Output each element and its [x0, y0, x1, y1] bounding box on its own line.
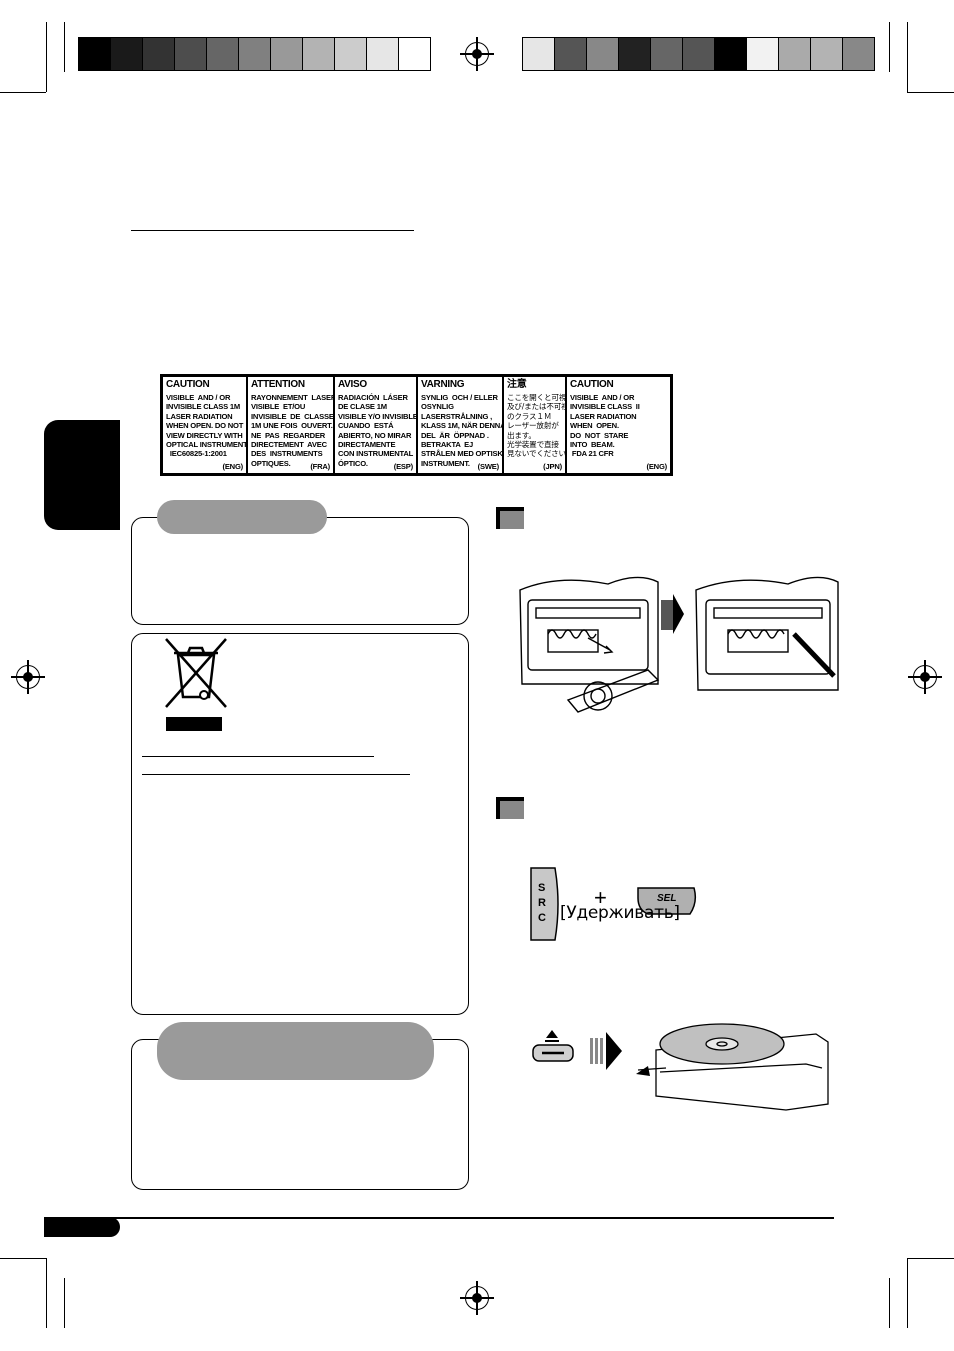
info-box-1-header-pill — [157, 500, 327, 534]
registration-mark-right — [908, 660, 942, 694]
color-swatch — [143, 38, 174, 70]
plus-sign: + — [594, 885, 607, 910]
laser-label-text: VISIBLE AND / OR INVISIBLE CLASS II LASE… — [570, 393, 640, 459]
eject-button-icon[interactable] — [530, 1024, 576, 1064]
color-swatch — [303, 38, 334, 70]
color-swatch — [523, 38, 554, 70]
src-letter: R — [538, 897, 546, 909]
laser-label-eng-fda: CAUTION VISIBLE AND / OR INVISIBLE CLASS… — [567, 377, 670, 473]
disc-eject-illustration — [636, 1023, 829, 1111]
laser-label-swe: VARNING SYNLIG OCH / ELLER OSYNLIG LASER… — [418, 377, 508, 473]
color-swatch — [715, 38, 746, 70]
color-swatch — [811, 38, 842, 70]
color-swatch — [843, 38, 874, 70]
crossed-out-bin-icon — [165, 638, 227, 731]
laser-label-eng: CAUTION VISIBLE AND / OR INVISIBLE CLASS… — [163, 377, 255, 473]
laser-label-heading: 注意 — [507, 379, 527, 390]
crop-mark — [46, 22, 47, 92]
step-marker-2 — [496, 797, 524, 819]
laser-label-heading: AVISO — [338, 379, 367, 390]
src-letter: C — [538, 912, 546, 924]
registration-mark-bottom — [460, 1281, 494, 1315]
crop-mark — [0, 1258, 46, 1259]
color-swatch — [747, 38, 778, 70]
crop-mark — [907, 92, 954, 93]
color-swatch — [555, 38, 586, 70]
color-swatch — [175, 38, 206, 70]
sel-button-label: SEL — [657, 893, 677, 904]
laser-label-text: RAYONNEMENT LASER VISIBLE ET/OU INVISIBL… — [251, 393, 337, 468]
crop-mark — [907, 22, 908, 92]
disposal-subheading-underline — [142, 774, 410, 775]
src-letter: S — [538, 882, 546, 894]
laser-label-heading: CAUTION — [570, 379, 614, 390]
laser-label-heading: VARNING — [421, 379, 465, 390]
color-swatch — [587, 38, 618, 70]
color-swatch — [367, 38, 398, 70]
laser-label-esp: AVISO RADIACIÓN LÁSER DE CLASE 1M VISIBL… — [335, 377, 418, 473]
hold-instruction: [Удерживать] — [560, 903, 680, 923]
laser-label-text: VISIBLE AND / OR INVISIBLE CLASS 1M LASE… — [166, 393, 255, 459]
color-swatch — [271, 38, 302, 70]
laser-label-lang: (ENG) — [222, 461, 243, 471]
color-swatch — [239, 38, 270, 70]
laser-caution-label: CAUTION VISIBLE AND / OR INVISIBLE CLASS… — [160, 374, 673, 476]
disposal-heading-underline — [142, 756, 374, 757]
registration-mark-top — [460, 37, 494, 71]
step-marker-1 — [496, 507, 524, 529]
laser-label-text: RADIACIÓN LÁSER DE CLASE 1M VISIBLE Y/O … — [338, 393, 418, 468]
color-swatch — [651, 38, 682, 70]
laser-label-jpn: 注意 ここを開くと可視 及び/または不可視 のクラス１Ｍ レーザー放射が 出ます… — [504, 377, 574, 473]
laser-label-lang: (ESP) — [393, 461, 413, 471]
crop-mark — [889, 1278, 890, 1328]
color-swatch — [779, 38, 810, 70]
color-swatch — [619, 38, 650, 70]
footer-rule — [44, 1217, 834, 1219]
section-title-underline — [131, 230, 414, 231]
laser-label-heading: ATTENTION — [251, 379, 305, 390]
crop-mark — [907, 1258, 908, 1328]
crop-mark — [46, 1258, 47, 1328]
page-number-tab — [44, 1217, 120, 1237]
crop-mark — [0, 92, 46, 93]
crop-mark — [889, 22, 890, 72]
color-swatch — [79, 38, 110, 70]
info-box-1 — [131, 517, 469, 625]
sel-button-icon[interactable] — [634, 884, 698, 918]
crop-mark — [64, 22, 65, 72]
detach-panel-illustration — [519, 576, 839, 713]
laser-label-lang: (ENG) — [646, 461, 667, 471]
arrow-right-icon — [590, 1032, 622, 1070]
laser-label-lang: (SWE) — [477, 461, 500, 471]
laser-label-text: ここを開くと可視 及び/または不可視 のクラス１Ｍ レーザー放射が 出ます。 光… — [507, 393, 574, 459]
info-box-2-header-pill — [157, 1022, 434, 1080]
color-swatch — [335, 38, 366, 70]
laser-label-lang: (JPN) — [543, 461, 562, 471]
src-button-icon[interactable] — [529, 866, 563, 942]
color-swatch — [683, 38, 714, 70]
registration-mark-left — [11, 660, 45, 694]
color-swatch — [207, 38, 238, 70]
color-swatch — [399, 38, 430, 70]
laser-label-heading: CAUTION — [166, 379, 210, 390]
laser-label-fra: ATTENTION RAYONNEMENT LASER VISIBLE ET/O… — [248, 377, 337, 473]
crop-mark — [907, 1258, 954, 1259]
laser-label-lang: (FRA) — [310, 461, 330, 471]
laser-label-text: SYNLIG OCH / ELLER OSYNLIG LASERSTRÅLNIN… — [421, 393, 508, 468]
crop-mark — [64, 1278, 65, 1328]
language-side-tab — [44, 420, 120, 530]
color-swatch — [111, 38, 142, 70]
